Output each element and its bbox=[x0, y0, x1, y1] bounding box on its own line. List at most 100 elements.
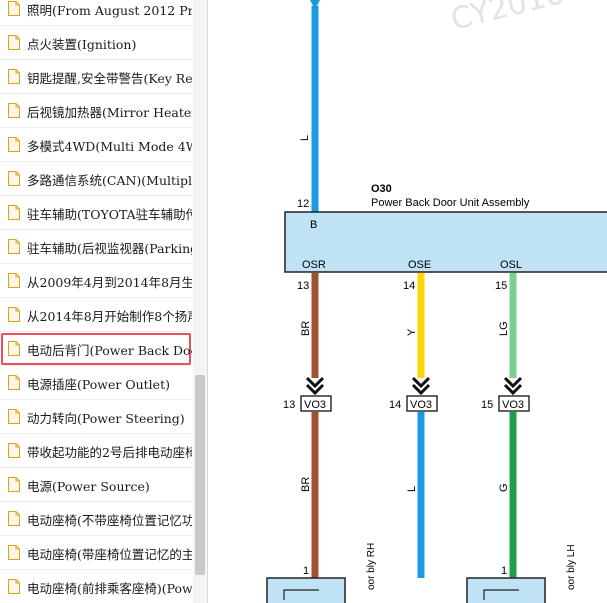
outline-item[interactable]: 电动后背门(Power Back Door) bbox=[0, 332, 192, 366]
document-icon bbox=[8, 409, 20, 424]
connector-pin: 13 bbox=[283, 399, 295, 411]
document-icon bbox=[8, 171, 20, 186]
outline-item-label: 电动座椅(不带座椅位置记忆功能) bbox=[27, 513, 192, 528]
outline-item-label: 多模式4WD(Multi Mode 4WD) bbox=[27, 139, 192, 154]
connector-chevron-2 bbox=[503, 383, 523, 396]
outline-item[interactable]: 电源插座(Power Outlet) bbox=[0, 366, 192, 400]
upper-wire-color: Y bbox=[406, 328, 418, 336]
upper-wire-color: LG bbox=[498, 321, 510, 336]
bottom-right-internal-line bbox=[483, 589, 519, 600]
outline-item-label: 照明(From August 2012 Production) bbox=[27, 3, 192, 18]
outline-item-label: 电动座椅(带座椅位置记忆的主驾驶) bbox=[27, 547, 192, 562]
outline-item[interactable]: 电源(Power Source) bbox=[0, 468, 192, 502]
document-outline-sidebar: 照明(From August 2012 Production) 点火装置(Igni… bbox=[0, 0, 208, 603]
connector-label: VO3 bbox=[304, 399, 326, 411]
terminal-name-ose: OSE bbox=[408, 259, 431, 271]
outline-item[interactable]: 从2009年4月到2014年8月生产 bbox=[0, 264, 192, 298]
connector-chevron-1 bbox=[411, 376, 431, 389]
component-name: Power Back Door Unit Assembly bbox=[371, 197, 530, 209]
outline-item-label: 从2014年8月开始制作8个扬声器 bbox=[27, 309, 192, 324]
outline-item-label: 电源(Power Source) bbox=[27, 479, 150, 494]
document-icon bbox=[8, 1, 20, 16]
connector-pin: 14 bbox=[389, 399, 401, 411]
lower-wire-color: L bbox=[406, 486, 418, 492]
document-icon bbox=[8, 341, 20, 356]
document-icon bbox=[8, 545, 20, 560]
document-icon bbox=[8, 477, 20, 492]
outline-item[interactable]: 驻车辅助(后视监视器(Parking Assist)) bbox=[0, 230, 192, 264]
outline-item-label: 驻车辅助(TOYOTA驻车辅助传感器) bbox=[27, 207, 192, 222]
connector-label: VO3 bbox=[410, 399, 432, 411]
terminal-name-osr: OSR bbox=[302, 259, 326, 271]
terminal-name-osl: OSL bbox=[500, 259, 522, 271]
bottom-left-internal-line bbox=[283, 589, 319, 600]
watermark: CY2016 bbox=[447, 0, 567, 38]
lower-wire-color: BR bbox=[300, 477, 312, 492]
outline-item[interactable]: 从2014年8月开始制作8个扬声器 bbox=[0, 298, 192, 332]
connector-chevron-1 bbox=[503, 376, 523, 389]
outline-item[interactable]: 点火装置(Ignition) bbox=[0, 26, 192, 60]
outline-item-label: 从2009年4月到2014年8月生产 bbox=[27, 275, 192, 290]
sidebar-scrollbar-thumb[interactable] bbox=[195, 375, 205, 575]
outline-item[interactable]: 驻车辅助(TOYOTA驻车辅助传感器) bbox=[0, 196, 192, 230]
outline-item-label: 驻车辅助(后视监视器(Parking Assist)) bbox=[27, 241, 192, 256]
document-icon bbox=[8, 137, 20, 152]
lower-pin: 1 bbox=[501, 565, 507, 577]
connector-box bbox=[498, 395, 530, 412]
document-icon bbox=[8, 579, 20, 594]
upper-wire-color: BR bbox=[300, 321, 312, 336]
connector-label: VO3 bbox=[502, 399, 524, 411]
outline-item[interactable]: 后视镜加热器(Mirror Heater) bbox=[0, 94, 192, 128]
outline-item[interactable]: 动力转向(Power Steering) bbox=[0, 400, 192, 434]
wiring-diagram-panel: CY2016 L 12 O30 Power Back Door Unit Ass… bbox=[209, 0, 607, 603]
outline-item-label: 电源插座(Power Outlet) bbox=[27, 377, 170, 392]
document-icon bbox=[8, 35, 20, 50]
outline-item[interactable]: 多路通信系统(CAN)(Multiplex) bbox=[0, 162, 192, 196]
document-icon bbox=[8, 443, 20, 458]
outline-item[interactable]: 电动座椅(不带座椅位置记忆功能) bbox=[0, 502, 192, 536]
connector-pin: 15 bbox=[481, 399, 493, 411]
lower-pin: 1 bbox=[303, 565, 309, 577]
document-icon bbox=[8, 69, 20, 84]
lower-wire-color: G bbox=[498, 483, 510, 492]
outline-item-label: 电动座椅(前排乘客座椅)(Power Seat) bbox=[27, 581, 192, 596]
connector-box bbox=[300, 395, 332, 412]
outline-item[interactable]: 电动座椅(带座椅位置记忆的主驾驶) bbox=[0, 536, 192, 570]
wiring-diagram: CY2016 L 12 O30 Power Back Door Unit Ass… bbox=[266, 0, 607, 603]
connector-chevron-1 bbox=[305, 376, 325, 389]
top-wire-color: L bbox=[299, 135, 311, 141]
top-wire-arrow bbox=[310, 0, 320, 10]
outline-item-label: 后视镜加热器(Mirror Heater) bbox=[27, 105, 192, 120]
connector-chevron-2 bbox=[411, 383, 431, 396]
power-back-door-unit-box bbox=[284, 211, 607, 273]
outline-item[interactable]: 钥匙提醒,安全带警告(Key Reminder) bbox=[0, 60, 192, 94]
top-wire-pin: 12 bbox=[297, 198, 309, 210]
connector-chevron-2 bbox=[305, 383, 325, 396]
bottom-right-label: oor bly LH bbox=[566, 544, 577, 590]
outline-item[interactable]: 多模式4WD(Multi Mode 4WD) bbox=[0, 128, 192, 162]
outline-item[interactable]: 带收起功能的2号后排电动座椅 bbox=[0, 434, 192, 468]
document-icon bbox=[8, 205, 20, 220]
terminal-b-label: B bbox=[310, 219, 317, 231]
terminal-pin: 15 bbox=[495, 280, 507, 292]
bottom-left-label: oor bly RH bbox=[366, 543, 377, 590]
outline-item-label: 带收起功能的2号后排电动座椅 bbox=[27, 445, 192, 460]
document-icon bbox=[8, 375, 20, 390]
terminal-pin: 14 bbox=[403, 280, 415, 292]
connector-box bbox=[406, 395, 438, 412]
outline-item-label: 动力转向(Power Steering) bbox=[27, 411, 185, 426]
outline-item-label: 电动后背门(Power Back Door) bbox=[27, 343, 192, 358]
outline-item[interactable]: 照明(From August 2012 Production) bbox=[0, 0, 192, 26]
component-code: O30 bbox=[371, 183, 392, 195]
outline-item-label: 点火装置(Ignition) bbox=[27, 37, 137, 52]
outline-item-label: 多路通信系统(CAN)(Multiplex) bbox=[27, 173, 192, 188]
document-icon bbox=[8, 511, 20, 526]
terminal-pin: 13 bbox=[297, 280, 309, 292]
outline-item[interactable]: 电动座椅(前排乘客座椅)(Power Seat) bbox=[0, 570, 192, 603]
document-icon bbox=[8, 103, 20, 118]
outline-item-label: 钥匙提醒,安全带警告(Key Reminder) bbox=[27, 71, 192, 86]
document-icon bbox=[8, 307, 20, 322]
document-icon bbox=[8, 273, 20, 288]
document-icon bbox=[8, 239, 20, 254]
